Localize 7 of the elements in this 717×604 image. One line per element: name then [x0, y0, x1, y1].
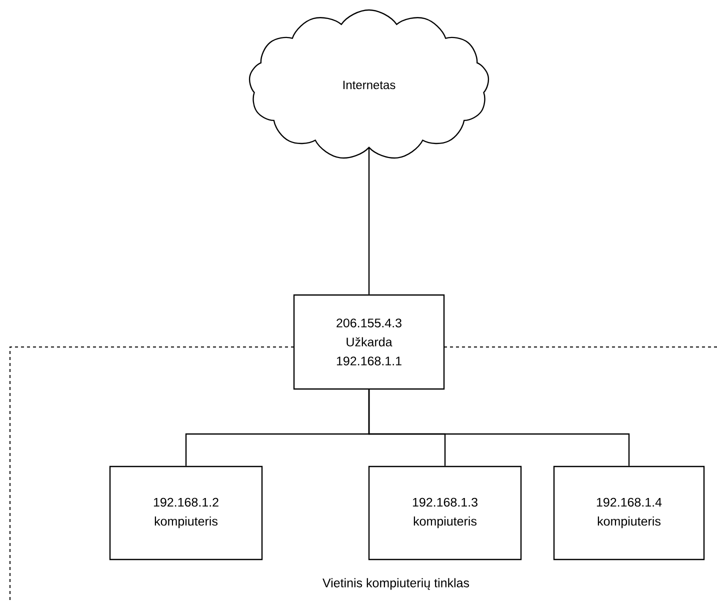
computer-box: 192.168.1.3 kompiuteris: [368, 466, 522, 560]
computer-box: 192.168.1.4 kompiuteris: [553, 466, 705, 560]
network-label: Vietinis kompiuterių tinklas: [322, 578, 470, 590]
connector-line: [368, 390, 630, 466]
firewall-box: 206.155.4.3 Užkarda 192.168.1.1: [293, 294, 445, 390]
computer-box: 192.168.1.2 kompiuteris: [109, 466, 263, 560]
cloud: Internetas: [248, 9, 490, 159]
